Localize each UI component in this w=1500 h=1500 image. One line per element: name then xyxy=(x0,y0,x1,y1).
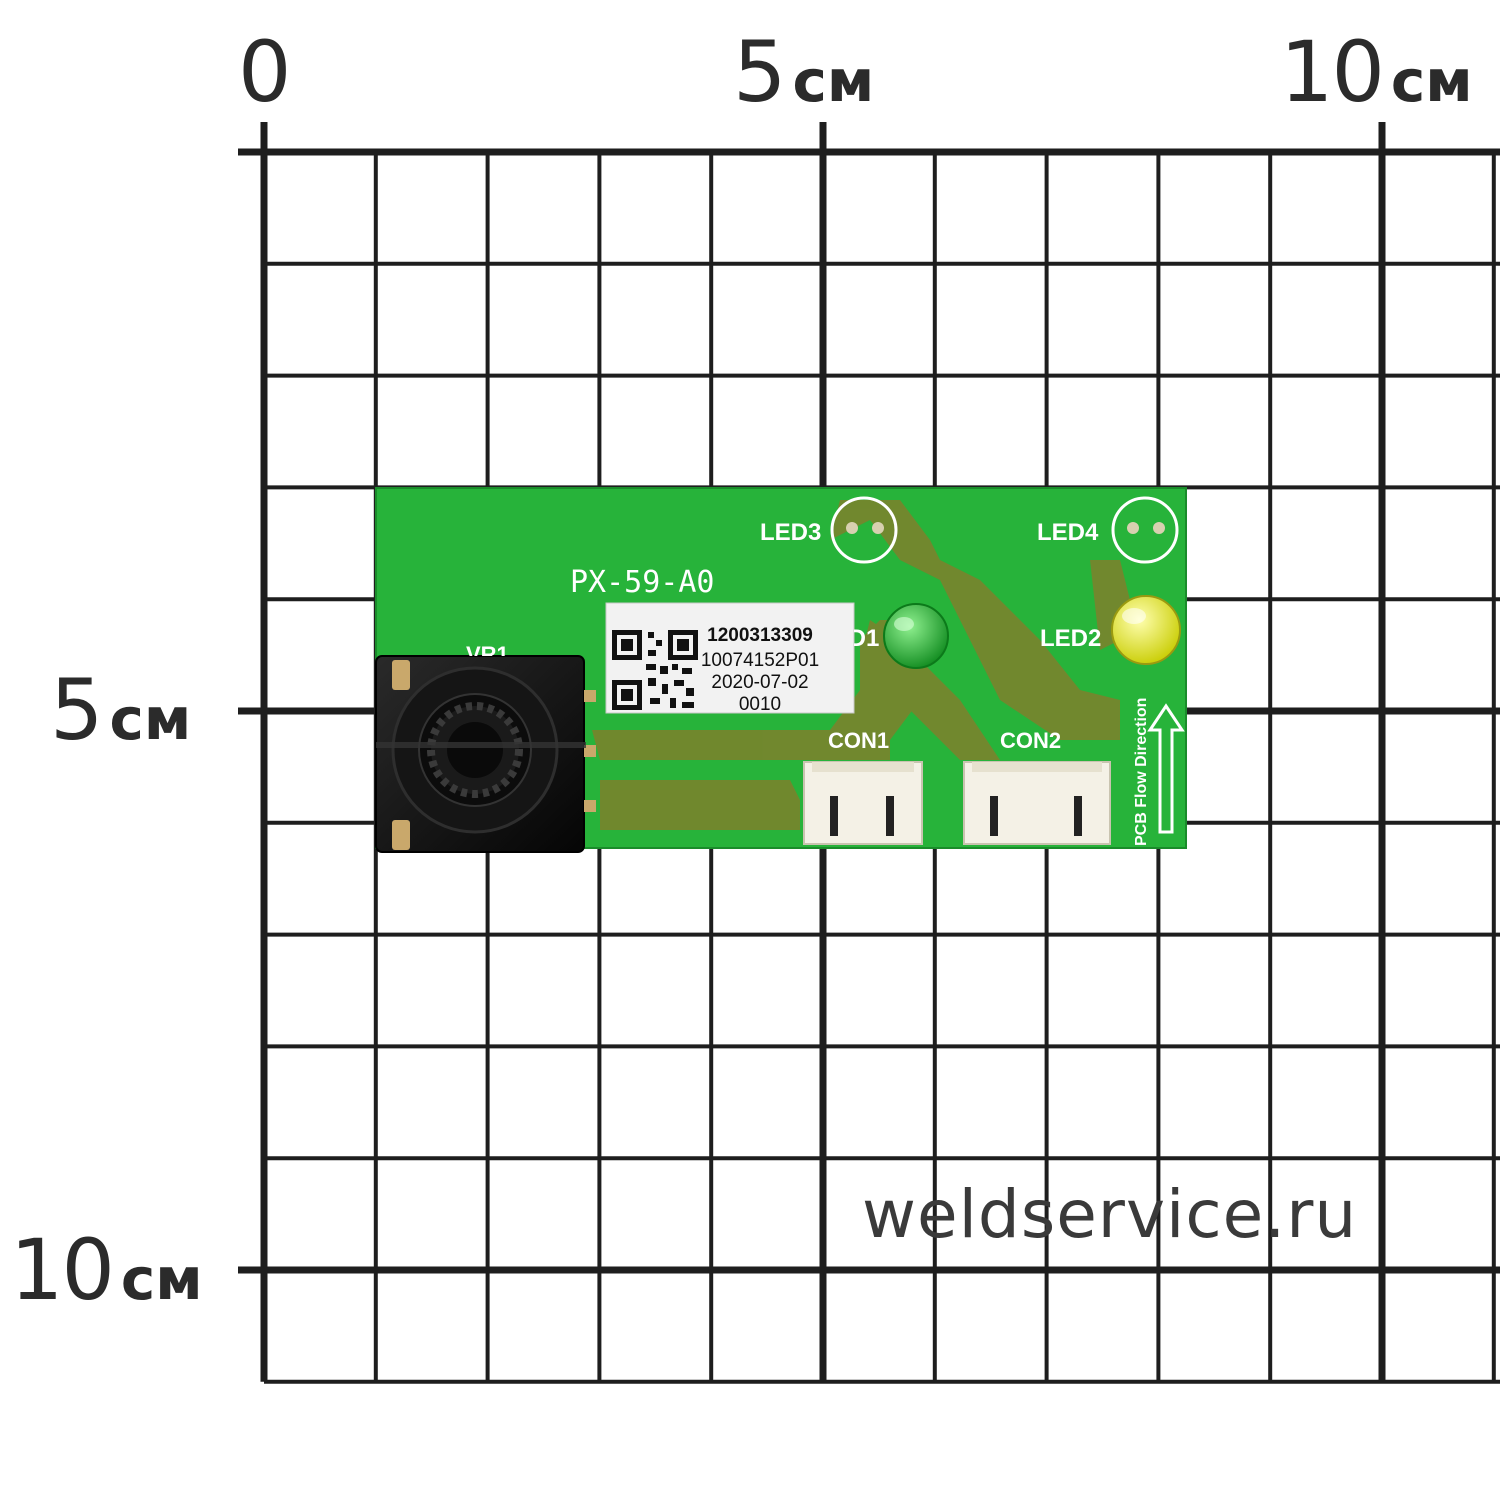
led2-yellow-led xyxy=(1111,595,1181,665)
con1-label: CON1 xyxy=(828,728,889,753)
ruler-label-x-5-unit: см xyxy=(792,47,875,115)
led3-label: LED3 xyxy=(760,519,821,546)
flow-direction-arrow xyxy=(1147,703,1185,834)
potentiometer-knob xyxy=(375,655,596,853)
ruler-label-y-10-unit: см xyxy=(120,1245,203,1313)
led1-label: LED1 xyxy=(818,625,879,652)
flow-direction-label: PCB Flow Direction xyxy=(1133,698,1150,846)
ruler-label-x-0: 0 xyxy=(238,30,291,114)
silkscreen-labels: PX-59-A0 LED3 LED4 LED2 CON1 CON2 PCB Fl… xyxy=(570,519,1150,846)
sticker-line-2: 10074152P01 xyxy=(701,650,819,671)
sticker-line-1: 1200313309 xyxy=(707,625,813,646)
ruler-label-y-5-unit: см xyxy=(109,685,192,753)
ruler-label-y-5-value: 5 xyxy=(50,661,103,759)
ruler-label-x-10-value: 10 xyxy=(1280,23,1385,121)
led3-footprint xyxy=(830,496,898,564)
sticker-line-3: 2020-07-02 xyxy=(711,672,808,693)
sticker-line-4: 0010 xyxy=(739,694,781,715)
ruler-label-y-10-value: 10 xyxy=(10,1221,115,1319)
con2-label: CON2 xyxy=(1000,728,1061,753)
con2-connector xyxy=(963,761,1111,845)
sticker-text: 1200313309 10074152P01 2020-07-02 0010 xyxy=(701,625,819,715)
serial-sticker xyxy=(605,602,855,714)
con1-connector xyxy=(803,761,923,845)
ruler-label-x-10-unit: см xyxy=(1390,47,1473,115)
led4-footprint xyxy=(1111,496,1179,564)
ruler-label-x-5-value: 5 xyxy=(733,23,786,121)
pcb-board xyxy=(375,487,1187,853)
qr-code-icon xyxy=(612,630,698,710)
ruler-label-x-0-value: 0 xyxy=(238,23,291,121)
led4-label: LED4 xyxy=(1037,519,1099,546)
vr1-label: VR1 xyxy=(466,642,509,667)
model-label: PX-59-A0 xyxy=(570,565,715,600)
led1-green-led xyxy=(883,603,949,669)
led2-label: LED2 xyxy=(1040,625,1101,652)
watermark-text: weldservice.ru xyxy=(862,1176,1358,1253)
